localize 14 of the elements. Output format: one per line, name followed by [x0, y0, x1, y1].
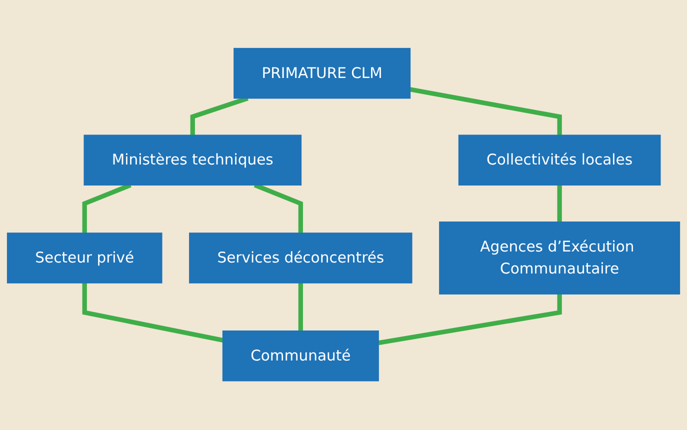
- connector: [378, 294, 562, 346]
- connector: [82, 283, 224, 343]
- connector: [557, 185, 562, 222]
- node-box: Services déconcentrés: [189, 233, 412, 284]
- connector: [410, 88, 562, 136]
- connector: [254, 183, 303, 234]
- node-box: Collectivités locales: [458, 135, 661, 186]
- node-box: Secteur privé: [6, 233, 162, 284]
- node-box: Communauté: [222, 330, 379, 382]
- connector: [298, 283, 303, 332]
- node-box: Agences d’Exécution Communautaire: [439, 222, 680, 295]
- node-box: Ministères techniques: [84, 135, 302, 186]
- node-box: PRIMATURE CLM: [234, 48, 411, 100]
- connector: [82, 183, 132, 234]
